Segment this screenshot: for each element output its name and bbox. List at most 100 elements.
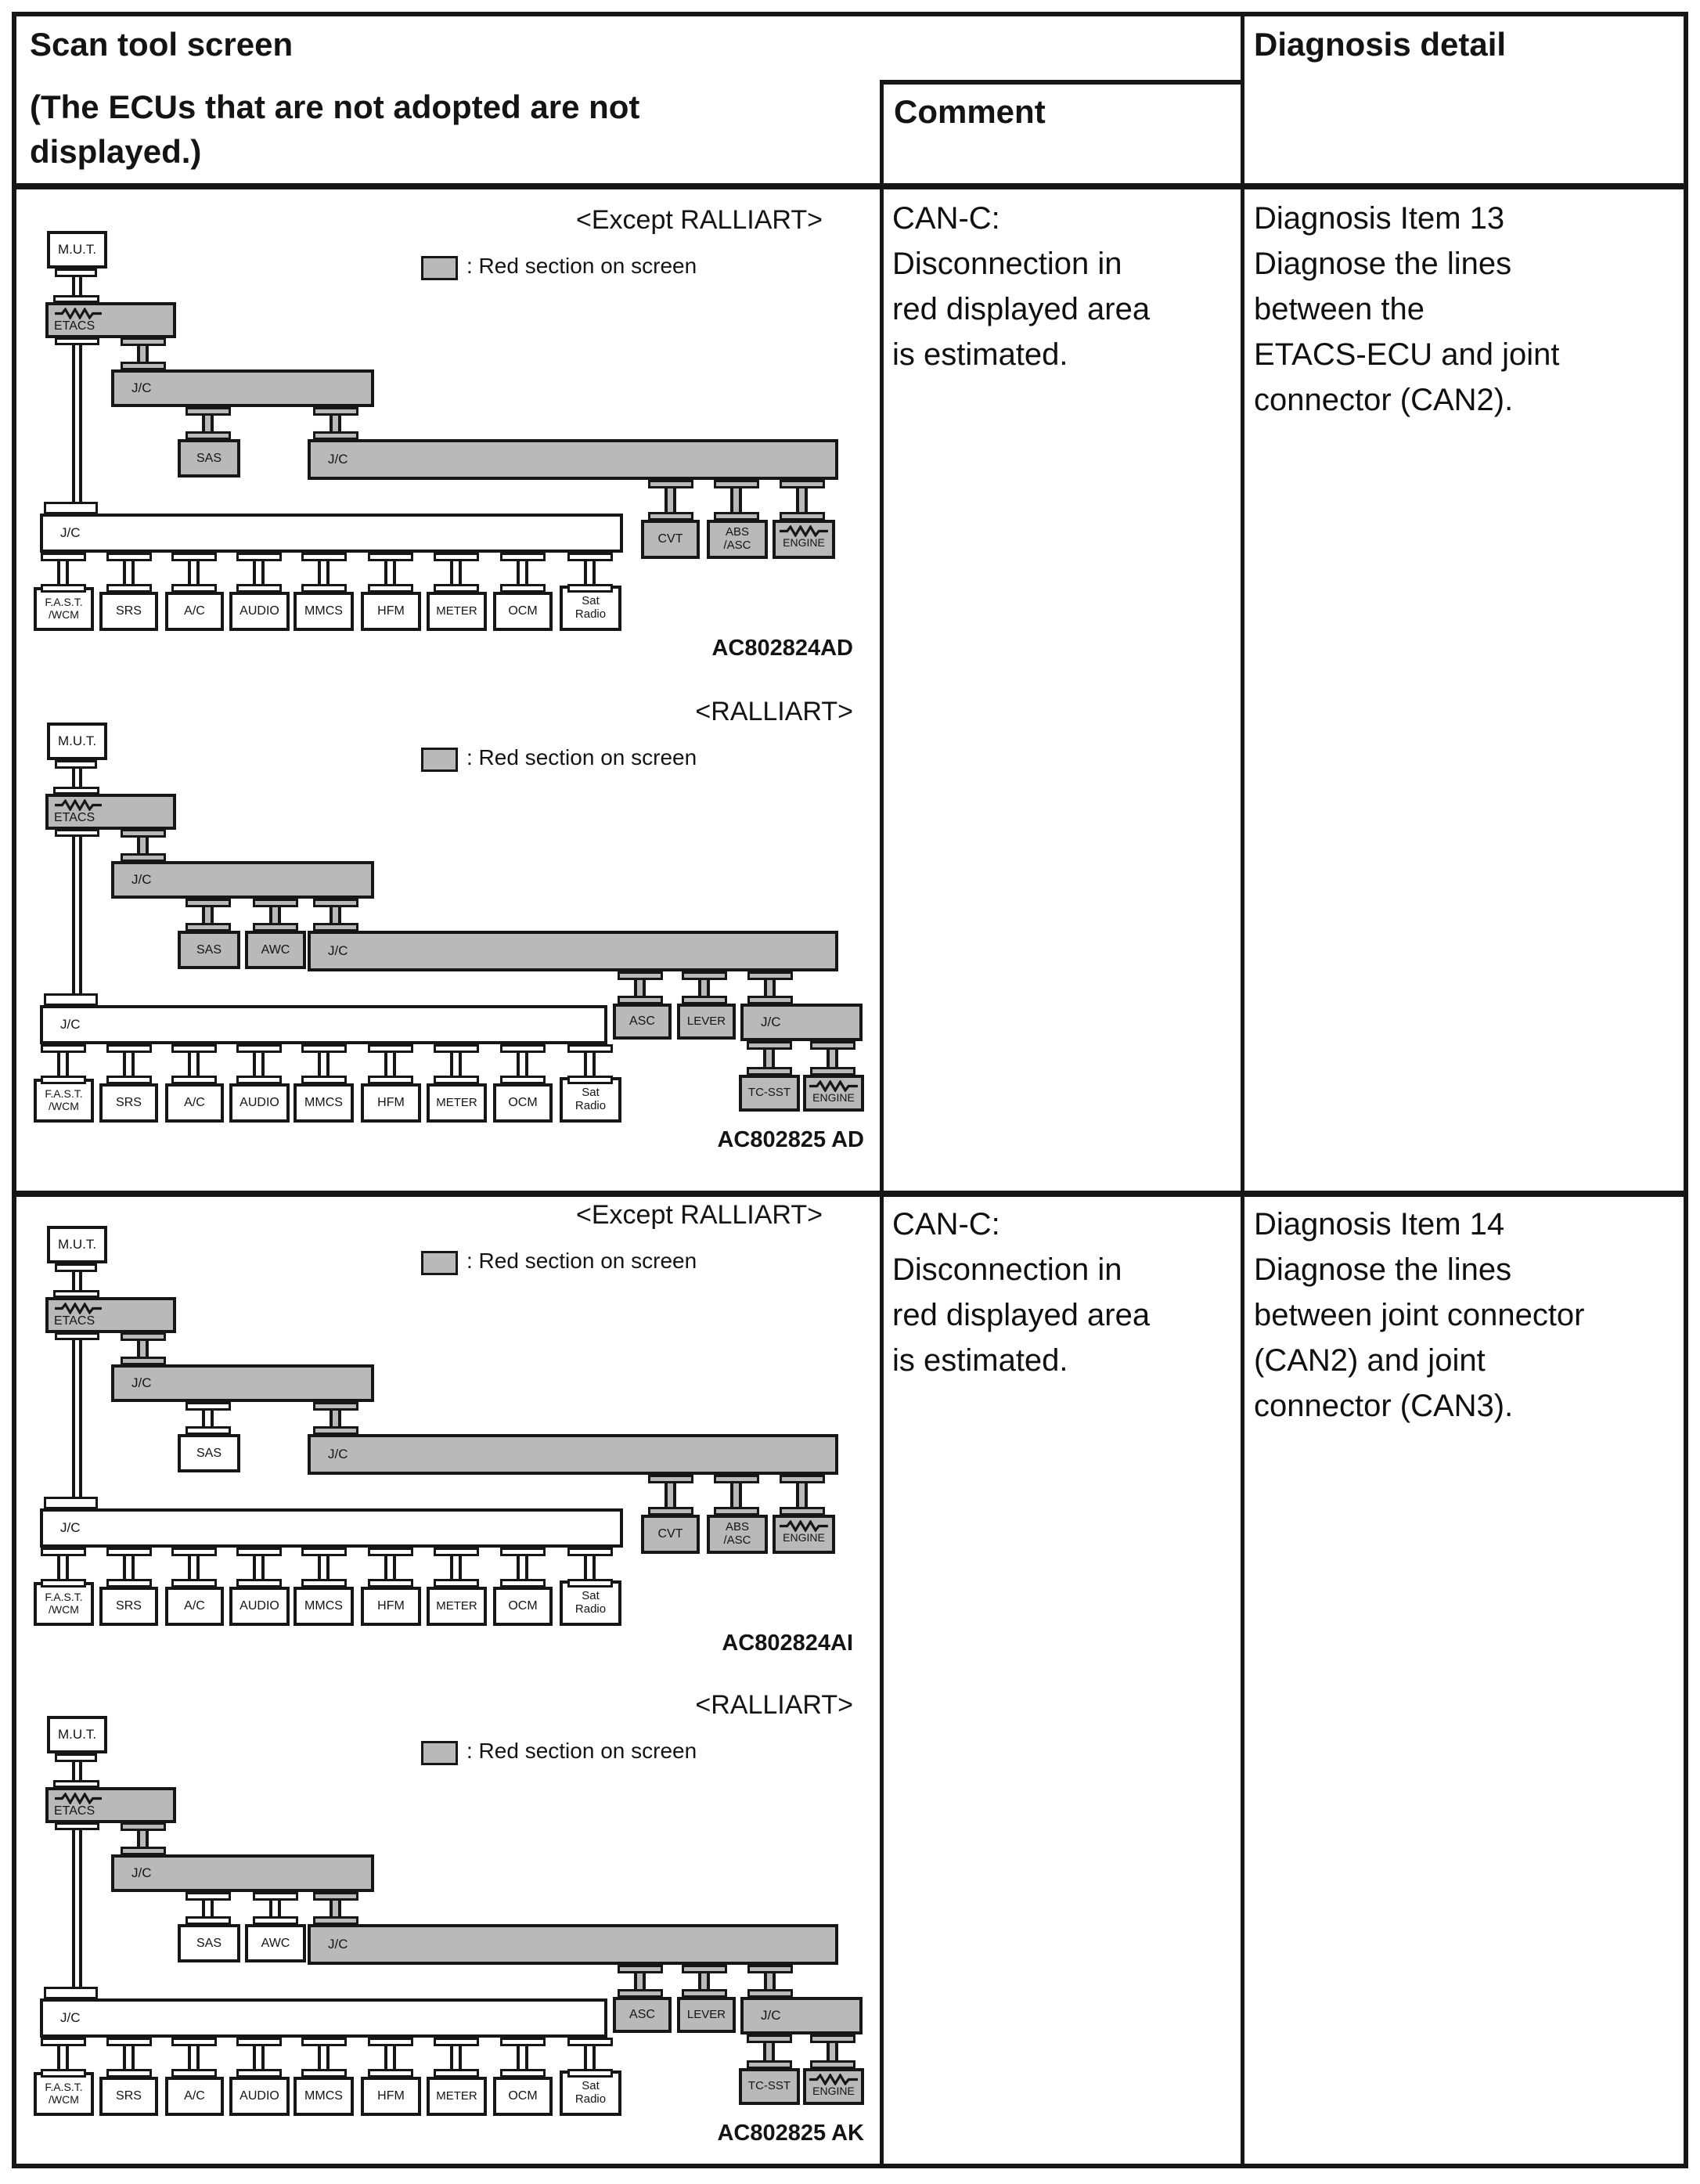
- connector-stem: [202, 1898, 214, 1919]
- box-label: CVT: [657, 1527, 683, 1541]
- box-label: OCM: [508, 2089, 538, 2103]
- ecu-box-jc-main: J/C: [40, 1005, 607, 1044]
- box-label: ENGINE: [812, 2085, 855, 2097]
- connector-flange: [171, 1548, 217, 1556]
- box-label: TC-SST: [747, 1086, 791, 1100]
- connector-flange: [368, 1076, 413, 1084]
- ecu-box-asc: ASC: [613, 1997, 672, 2033]
- row2-comment: CAN-C: Disconnection in red displayed ar…: [892, 1207, 1151, 1378]
- wire-connector: [55, 337, 99, 345]
- connector-stem: [584, 1554, 596, 1581]
- table-divider-col1-col2: [880, 80, 884, 2168]
- wire-connector: [53, 1780, 99, 1788]
- connector-stem: [634, 1971, 646, 1991]
- box-label: A/C: [184, 1096, 205, 1110]
- connector-stem: [763, 1047, 775, 1069]
- connector-stem: [57, 1051, 69, 1078]
- wire-connector: [44, 1987, 98, 1999]
- connector-flange: [810, 1041, 855, 1050]
- connector-flange: [567, 584, 613, 593]
- box-label: /WCM: [49, 1603, 79, 1616]
- connector-stem: [137, 1339, 149, 1359]
- connector-flange: [121, 829, 166, 838]
- can-wire: [72, 276, 82, 297]
- connector-flange: [618, 1965, 663, 1973]
- wire-connector: [55, 760, 97, 769]
- connector-flange: [747, 1965, 793, 1973]
- connector-flange: [434, 1579, 479, 1588]
- connector-flange: [185, 899, 231, 907]
- ecu-box-mmcs: MMCS: [294, 1587, 354, 1626]
- connector-flange: [618, 971, 663, 980]
- resistor-icon: [809, 1080, 858, 1092]
- connector-stem: [384, 559, 396, 586]
- ecu-box-etacs: ETACS: [45, 1297, 176, 1333]
- box-label: Sat: [582, 594, 600, 608]
- ecu-box-srs: SRS: [99, 592, 158, 631]
- connector-flange: [41, 1044, 86, 1053]
- box-label: J/C: [328, 943, 348, 959]
- box-label: F.A.S.T.: [45, 2081, 83, 2094]
- connector-flange: [567, 1044, 613, 1053]
- box-label: SRS: [116, 2089, 142, 2103]
- box-label: MMCS: [304, 1096, 343, 1110]
- connector-stem: [188, 1051, 200, 1078]
- ecu-box-jc-main: J/C: [40, 1508, 623, 1548]
- connector-stem: [318, 1554, 330, 1581]
- connector-flange: [313, 1402, 358, 1411]
- connector-flange: [714, 480, 759, 488]
- box-label: MMCS: [304, 1599, 343, 1613]
- connector-stem: [330, 1408, 341, 1429]
- ecu-box-jc-main: J/C: [40, 1998, 607, 2038]
- ecu-box-ocm: OCM: [493, 1587, 553, 1626]
- connector-flange: [121, 1357, 166, 1365]
- connector-flange: [106, 1044, 152, 1053]
- connector-flange: [313, 1426, 358, 1435]
- connector-stem: [137, 1829, 149, 1849]
- connector-flange: [185, 923, 231, 932]
- ecu-box-ac: A/C: [165, 592, 224, 631]
- header-bottom-border: [12, 183, 1688, 189]
- connector-stem: [384, 1051, 396, 1078]
- variant-label: <RALLIART>: [695, 697, 853, 726]
- connector-stem: [123, 2044, 135, 2071]
- box-label: M.U.T.: [57, 733, 97, 749]
- ecu-box-srs: SRS: [99, 2077, 158, 2116]
- box-label: /WCM: [49, 608, 79, 621]
- connector-stem: [188, 559, 200, 586]
- connector-flange: [301, 1548, 347, 1556]
- box-label: ABS: [725, 525, 749, 539]
- connector-flange: [301, 2069, 347, 2078]
- box-label: J/C: [60, 525, 81, 541]
- ecu-box-etacs: ETACS: [45, 794, 176, 830]
- connector-flange: [185, 431, 231, 440]
- connector-stem: [318, 559, 330, 586]
- connector-flange: [185, 1892, 231, 1901]
- table-border-outer-bottom: [12, 2164, 1688, 2168]
- connector-stem: [318, 2044, 330, 2071]
- ecu-box-srs: SRS: [99, 1083, 158, 1123]
- connector-flange: [301, 584, 347, 593]
- connector-stem: [450, 2044, 462, 2071]
- can-wire: [72, 767, 82, 789]
- connector-flange: [368, 1548, 413, 1556]
- ecu-box-ocm: OCM: [493, 2077, 553, 2116]
- connector-stem: [384, 2044, 396, 2071]
- connector-flange: [313, 407, 358, 416]
- connector-flange: [648, 512, 693, 521]
- ecu-box-audio: AUDIO: [229, 1083, 290, 1123]
- connector-flange: [434, 1548, 479, 1556]
- connector-stem: [584, 559, 596, 586]
- connector-flange: [500, 1548, 546, 1556]
- connector-flange: [171, 2038, 217, 2046]
- ecu-box-fast-wcm: F.A.S.T./WCM: [34, 1582, 94, 1626]
- connector-flange: [185, 1402, 231, 1411]
- box-label: A/C: [184, 1599, 205, 1613]
- box-label: F.A.S.T.: [45, 1591, 83, 1604]
- row-divider: [12, 1191, 1688, 1197]
- ecu-box-mmcs: MMCS: [294, 592, 354, 631]
- connector-flange: [236, 584, 282, 593]
- box-label: HFM: [377, 1096, 405, 1110]
